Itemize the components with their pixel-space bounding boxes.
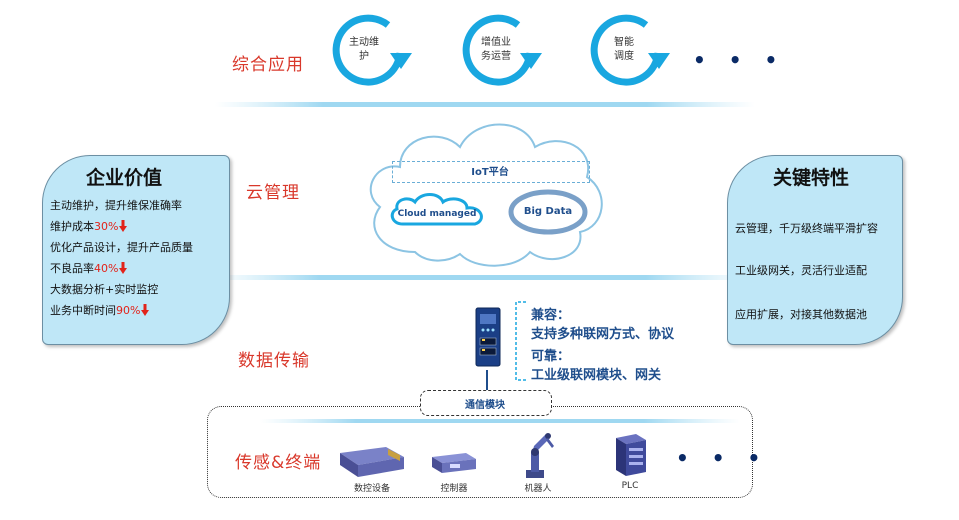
gateway-device-icon [475,307,501,367]
plc-icon [616,434,646,476]
comm-module-box [420,390,552,416]
compat-text: 支持多种联网方式、协议 [531,327,675,342]
device-label-robot: 机器人 [524,484,552,494]
enterprise-value-panel [42,155,230,345]
cycle-label-scheduling: 智能 调度 [614,37,634,62]
divider-cloud [210,275,755,280]
layer-label-application: 综合应用 [232,55,304,75]
value-line-3: 优化产品设计，提升产品质量 [50,241,193,254]
device-label-plc: PLC [621,481,639,491]
feature-bracket [515,301,526,381]
ellipsis-devices: • • • [676,446,769,470]
robot-arm-icon [526,433,554,478]
key-features-panel [727,155,903,345]
big-data-ellipse [508,189,588,235]
reliable-title: 可靠： [531,349,571,364]
key-features-title: 关键特性 [773,167,850,189]
layer-label-sensing: 传感&终端 [235,453,322,473]
comm-module-label: 通信模块 [465,400,505,411]
enterprise-value-title: 企业价值 [86,167,163,189]
value-line-2: 维护成本30% [50,218,128,234]
layer-label-cloud: 云管理 [246,183,300,203]
big-data-label: Big Data [523,206,573,217]
feature-line-2: 工业级网关，灵活行业适配 [735,264,867,277]
value-line-6: 业务中断时间90% [50,302,150,318]
reliable-text: 工业级联网模块、网关 [531,368,662,383]
divider-sensing [260,419,740,423]
feature-line-1: 云管理，千万级终端平滑扩容 [735,222,878,235]
device-label-controller: 控制器 [440,484,468,494]
sensing-area [207,406,753,498]
cycle-arrow-icon [462,14,542,86]
device-label-cnc: 数控设备 [353,484,390,494]
cycle-label-value-added: 增值业 务运营 [481,37,511,62]
down-arrow-icon [119,262,128,274]
cloud-managed-label: Cloud managed [397,209,477,219]
iot-platform-label: IoT平台 [471,167,509,178]
cycle-arrow-icon [332,14,412,86]
value-line-5: 大数据分析+实时监控 [50,283,159,296]
down-arrow-icon [141,304,150,316]
cycle-arrow-icon [590,14,670,86]
iot-platform-box [392,161,590,183]
cnc-machine-icon [340,447,404,477]
value-line-1: 主动维护，提升维保准确率 [50,199,182,212]
cloud-managed-icon [390,193,483,226]
value-line-4: 不良品率40% [50,260,128,276]
ellipsis-application: • • • [693,48,786,72]
controller-icon [432,453,476,473]
gateway-connector [486,370,488,392]
layer-label-transmission: 数据传输 [238,351,310,371]
cycle-label-maintenance: 主动维 护 [349,37,379,62]
feature-line-3: 应用扩展，对接其他数据池 [735,308,867,321]
compat-title: 兼容： [531,308,571,323]
divider-application [215,102,755,107]
down-arrow-icon [119,220,128,232]
